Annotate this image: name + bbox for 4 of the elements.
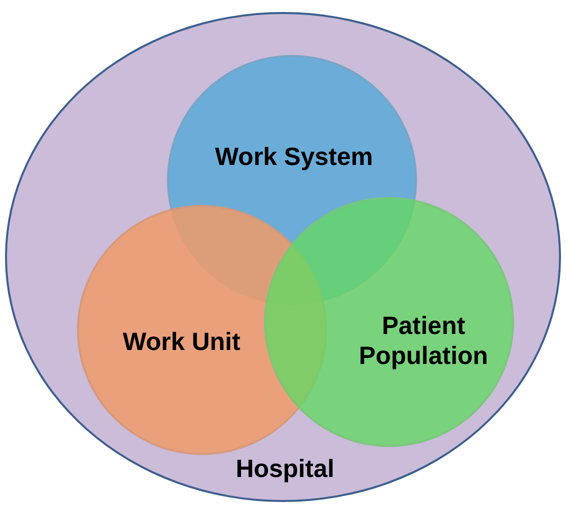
group-label: Hospital [234,454,336,484]
circle-label: Work Unit [122,327,242,357]
circle-label: Work System [214,142,374,172]
circle-label: Patient Population [358,311,490,371]
